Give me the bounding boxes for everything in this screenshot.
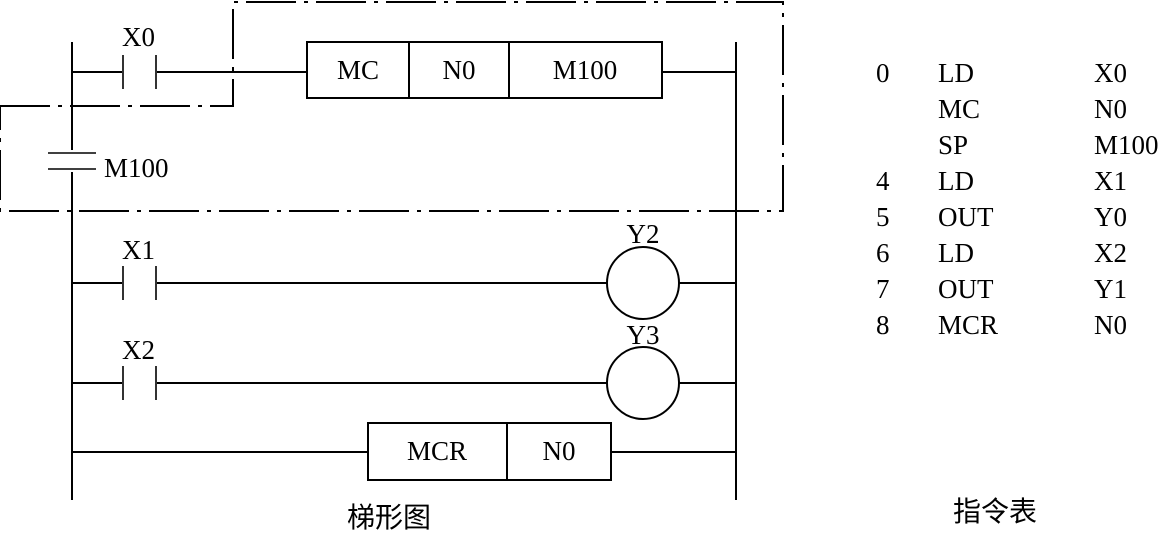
- contact-x0-label: X0: [122, 22, 155, 52]
- coil-y2: [606, 246, 680, 320]
- instr-op: LD: [938, 58, 974, 88]
- rung-y3: X2 Y3: [72, 320, 736, 420]
- instr-step: 6: [876, 238, 890, 268]
- instr-row: 8 MCR N0: [876, 310, 1127, 340]
- instr-row: 5 OUT Y0: [876, 202, 1127, 232]
- contact-x2: [122, 366, 157, 400]
- instr-op: LD: [938, 166, 974, 196]
- contact-x2-label: X2: [122, 335, 155, 365]
- contact-x1-label: X1: [122, 235, 155, 265]
- ladder-caption: 梯形图: [347, 502, 431, 533]
- instr-operand: Y1: [1094, 274, 1127, 304]
- instr-operand: X2: [1094, 238, 1127, 268]
- mc-device-text: M100: [553, 55, 618, 85]
- mc-op-text: MC: [337, 55, 379, 85]
- instr-op: LD: [938, 238, 974, 268]
- coil-y3: [606, 346, 680, 420]
- rung-mc: X0 MC N0 M100: [72, 22, 736, 99]
- instr-op: MC: [938, 94, 980, 124]
- instr-operand: M100: [1094, 130, 1159, 160]
- instr-row: 4 LD X1: [876, 166, 1127, 196]
- instr-operand: Y0: [1094, 202, 1127, 232]
- instr-step: 8: [876, 310, 890, 340]
- rung-y2: X1 Y2: [72, 219, 736, 320]
- instruction-table: 0 LD X0 MC N0 SP M100 4 LD X1 5 OUT Y0 6…: [876, 58, 1159, 340]
- mcr-op-text: MCR: [407, 436, 467, 466]
- instr-op: OUT: [938, 202, 994, 232]
- instr-op: OUT: [938, 274, 994, 304]
- contact-m100-label: M100: [104, 153, 169, 183]
- instr-row: 6 LD X2: [876, 238, 1127, 268]
- coil-y3-label: Y3: [627, 320, 660, 350]
- mc-instruction-block: MC N0 M100: [306, 41, 663, 99]
- rung-mcr: MCR N0: [72, 422, 736, 481]
- mc-nest-text: N0: [443, 55, 476, 85]
- instr-step: 7: [876, 274, 890, 304]
- instr-row: SP M100: [938, 130, 1159, 160]
- instr-step: 0: [876, 58, 890, 88]
- instr-op: SP: [938, 130, 968, 160]
- contact-m100: [48, 150, 96, 172]
- mcr-instruction-block: MCR N0: [367, 422, 612, 481]
- contact-x0: [122, 55, 157, 89]
- instr-row: 0 LD X0: [876, 58, 1127, 88]
- instr-operand: X0: [1094, 58, 1127, 88]
- instr-operand: X1: [1094, 166, 1127, 196]
- mcr-nest-text: N0: [543, 436, 576, 466]
- instr-step: 5: [876, 202, 890, 232]
- instr-op: MCR: [938, 310, 998, 340]
- master-control-boundary: [0, 1, 784, 212]
- instr-operand: N0: [1094, 94, 1127, 124]
- instr-row: 7 OUT Y1: [876, 274, 1127, 304]
- instr-row: MC N0: [938, 94, 1127, 124]
- instruction-table-caption: 指令表: [953, 496, 1037, 528]
- contact-x1: [122, 266, 157, 300]
- coil-y2-label: Y2: [627, 219, 660, 249]
- instr-operand: N0: [1094, 310, 1127, 340]
- instr-step: 4: [876, 166, 890, 196]
